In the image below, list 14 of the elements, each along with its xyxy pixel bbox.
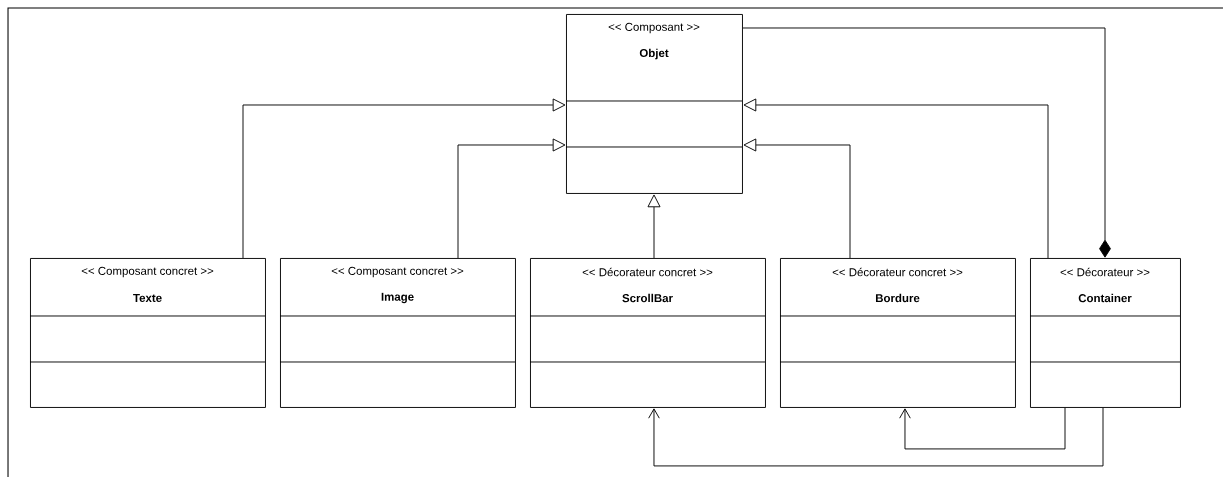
association-arrow (899, 407, 1066, 450)
class-box: << Décorateur concret >> ScrollBar (529, 258, 766, 408)
class-box: << Décorateur concret >> Bordure (779, 258, 1016, 408)
class-box: << Composant >> Objet (565, 14, 743, 194)
inheritance-arrow (743, 138, 851, 259)
inheritance-arrow (647, 194, 661, 259)
class-box: << Décorateur >> Container (1029, 258, 1181, 408)
inheritance-arrow (242, 98, 566, 259)
association-arrow (648, 407, 1104, 467)
class-box: << Composant concret >> Texte (29, 258, 266, 408)
inheritance-arrow (457, 138, 566, 259)
inheritance-arrow (743, 98, 1049, 259)
composition-line (742, 27, 1111, 258)
class-box: << Composant concret >> Image (279, 258, 516, 408)
